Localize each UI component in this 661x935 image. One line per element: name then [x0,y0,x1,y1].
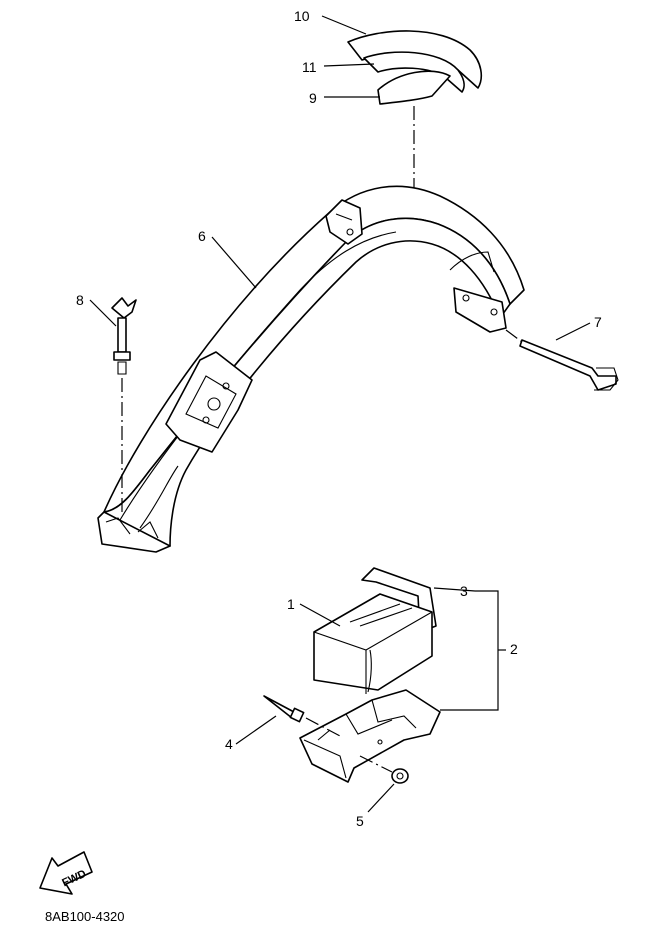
part-8-wing-bolt [111,297,137,516]
part-9-reflector-gasket [377,70,451,105]
fwd-arrow-icon: FWD [39,851,93,895]
callout-9: 9 [309,90,317,106]
diagram-code: 8AB100-4320 [45,909,125,924]
callout-11: 11 [302,59,317,75]
leader-lines [89,15,591,813]
callout-4: 4 [225,736,233,752]
callout-5: 5 [356,813,364,829]
callout-1: 1 [287,596,295,612]
callout-10: 10 [294,8,310,24]
part-11-reflector-lens [363,51,465,93]
reflector-assembly [347,30,483,105]
callout-8: 8 [76,292,84,308]
part-4-screw [263,695,341,737]
tool-box-assembly [299,567,441,783]
callout-7: 7 [594,314,602,330]
callout-3: 3 [460,583,468,599]
part-7-pin [505,329,619,391]
part-6-rear-fender [97,185,525,553]
part-5-nut [359,755,409,784]
callout-6: 6 [198,228,206,244]
callout-2: 2 [510,641,518,657]
